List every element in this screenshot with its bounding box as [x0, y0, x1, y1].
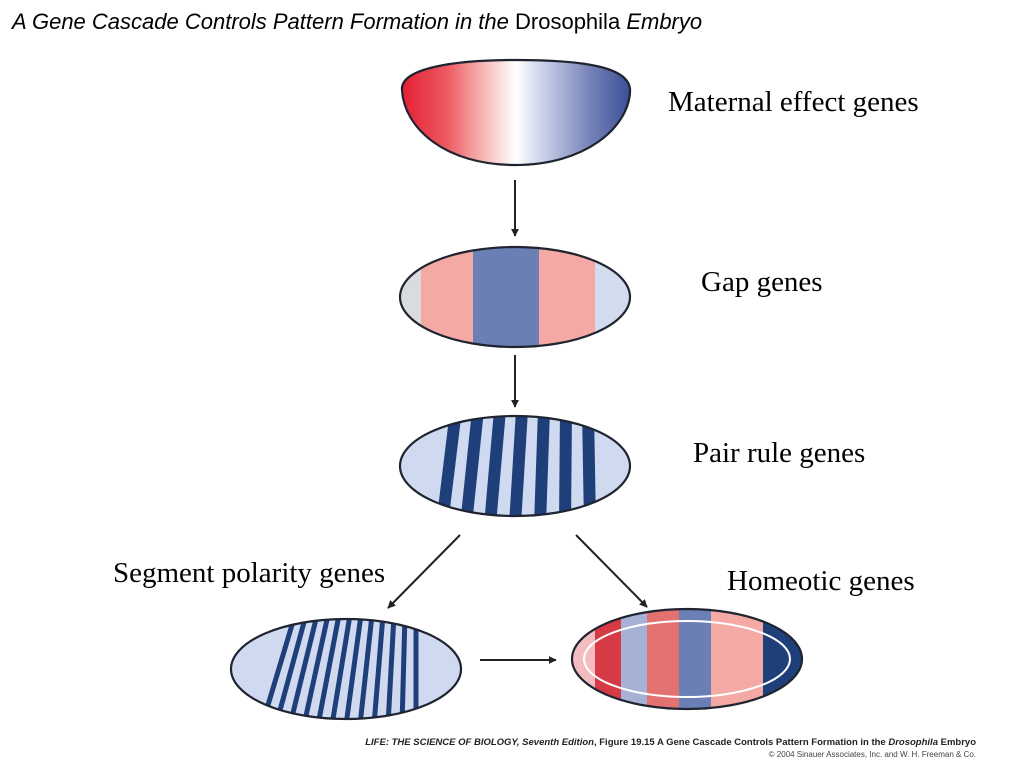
credit-book: LIFE: THE SCIENCE OF BIOLOGY, Seventh Ed… [365, 737, 594, 748]
label-segment-polarity-genes: Segment polarity genes [113, 557, 386, 589]
gap-genes-embryo [398, 245, 632, 349]
maternal-effect-embryo [400, 58, 632, 167]
figure-credit: LIFE: THE SCIENCE OF BIOLOGY, Seventh Ed… [365, 737, 976, 748]
copyright-notice: © 2004 Sinauer Associates, Inc. and W. H… [768, 750, 976, 759]
pair-rule-genes-embryo [398, 414, 632, 518]
segment-polarity-genes-embryo [229, 617, 463, 721]
label-maternal-effect-genes: Maternal effect genes [668, 86, 919, 118]
credit-tail: Embryo [937, 737, 976, 748]
credit-genus: Drosophila [888, 737, 938, 748]
credit-figure: , Figure 19.15 A Gene Cascade Controls P… [593, 737, 889, 748]
label-gap-genes: Gap genes [701, 266, 823, 298]
arrow-pair-rule-to-homeotic [575, 534, 648, 608]
label-homeotic-genes: Homeotic genes [727, 565, 915, 597]
slide-title: A Gene Cascade Controls Pattern Formatio… [12, 9, 702, 35]
homeotic-genes-embryo [570, 607, 804, 711]
title-genus: Drosophila [515, 9, 621, 34]
title-part-3: Embryo [626, 9, 703, 34]
arrow-pair-rule-to-segment-polarity [387, 534, 461, 609]
label-pair-rule-genes: Pair rule genes [693, 437, 866, 469]
title-part-1: A Gene Cascade Controls Pattern Formatio… [12, 9, 509, 34]
